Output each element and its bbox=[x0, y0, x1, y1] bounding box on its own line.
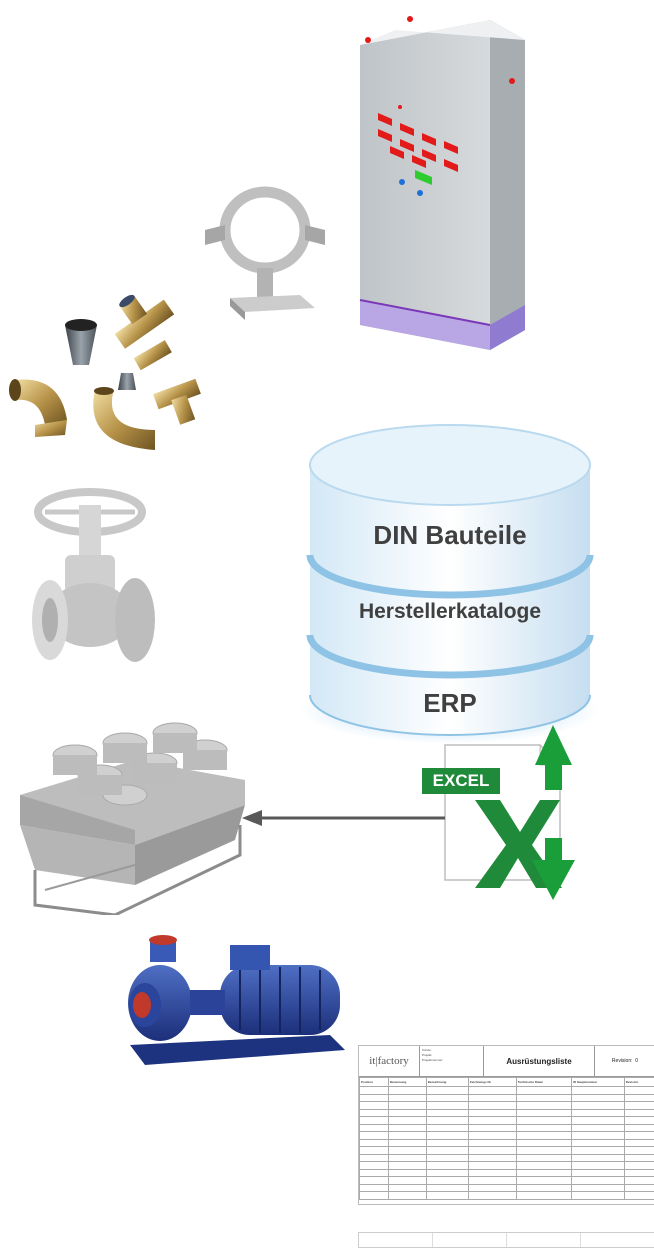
meta-project: Projekt: bbox=[422, 1053, 433, 1057]
table-row bbox=[359, 1176, 654, 1185]
db-layer-din: DIN Bauteile bbox=[373, 520, 527, 550]
column-header: Zeichnungs Nr. bbox=[467, 1077, 517, 1087]
valve-icon bbox=[32, 488, 155, 662]
table-row bbox=[359, 1183, 654, 1192]
excel-icon bbox=[444, 725, 575, 900]
table-row bbox=[359, 1161, 654, 1170]
equipment-list-document: it|factory Kunde: Projekt: Projektnummer… bbox=[358, 1045, 654, 1205]
document-revision: Revision: 0 bbox=[595, 1046, 654, 1076]
table-row bbox=[359, 1146, 654, 1155]
table-row bbox=[359, 1168, 654, 1177]
meta-customer: Kunde: bbox=[422, 1048, 432, 1052]
pipe-fittings-icon bbox=[9, 294, 201, 450]
column-header: ID Hauptnummer bbox=[571, 1077, 625, 1087]
db-layer-erp: ERP bbox=[423, 688, 477, 718]
database-icon bbox=[300, 424, 600, 744]
table-row bbox=[359, 1153, 654, 1162]
table-row bbox=[359, 1086, 654, 1095]
revision-value: 0 bbox=[635, 1058, 639, 1064]
document-title: Ausrüstungsliste bbox=[483, 1046, 595, 1076]
table-row bbox=[359, 1123, 654, 1132]
pipe-clamp-icon bbox=[205, 186, 325, 320]
column-header: Technische Daten bbox=[515, 1077, 573, 1087]
cooler-unit-icon bbox=[20, 722, 245, 915]
electrical-cabinet-icon bbox=[359, 16, 525, 350]
document-footer bbox=[358, 1232, 654, 1248]
document-meta: Kunde: Projekt: Projektnummer: bbox=[420, 1046, 483, 1076]
table-row bbox=[359, 1131, 654, 1140]
column-header: Bezeichnung bbox=[425, 1077, 469, 1087]
arrow-left-icon bbox=[242, 810, 445, 826]
column-header: Revision bbox=[623, 1077, 654, 1087]
table-row bbox=[359, 1093, 654, 1102]
column-header: Position bbox=[359, 1077, 389, 1087]
table-row bbox=[359, 1138, 654, 1147]
table-row bbox=[359, 1191, 654, 1200]
table-row bbox=[359, 1116, 654, 1125]
meta-project-number: Projektnummer: bbox=[422, 1058, 444, 1062]
table-header-row: Position Benennung Bezeichnung Zeichnung… bbox=[359, 1077, 654, 1087]
column-header: Benennung bbox=[387, 1077, 427, 1087]
table-row bbox=[359, 1108, 654, 1117]
table-row bbox=[359, 1101, 654, 1110]
db-layer-hersteller: Herstellerkataloge bbox=[358, 600, 542, 623]
pump-icon bbox=[128, 935, 345, 1065]
parts-table: Position Benennung Bezeichnung Zeichnung… bbox=[359, 1077, 654, 1200]
company-logo: it|factory bbox=[359, 1046, 420, 1076]
revision-label: Revision: bbox=[611, 1058, 633, 1064]
excel-label: EXCEL bbox=[422, 768, 500, 794]
